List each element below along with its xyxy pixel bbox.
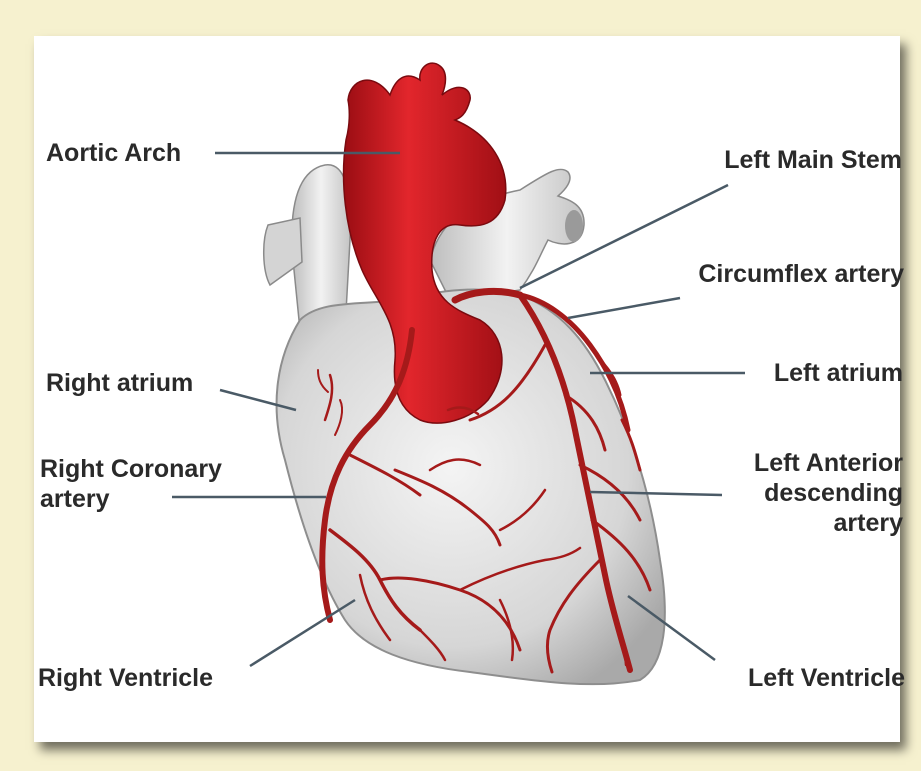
label-aortic-arch: Aortic Arch: [46, 138, 181, 168]
label-right-ventricle: Right Ventricle: [38, 663, 213, 693]
label-right-coronary-artery: Right Coronary artery: [40, 454, 222, 514]
label-left-anterior-descending-artery: Left Anterior descending artery: [754, 448, 903, 538]
label-lad-line1: Left Anterior: [754, 448, 903, 478]
label-left-atrium: Left atrium: [774, 358, 903, 388]
label-lad-line2: descending: [754, 478, 903, 508]
leader-circumflex: [568, 298, 680, 318]
label-left-main-stem: Left Main Stem: [724, 145, 902, 175]
leader-right-ventricle: [250, 600, 355, 666]
label-right-coronary-line2: artery: [40, 484, 222, 514]
label-right-atrium: Right atrium: [46, 368, 193, 398]
pulmonary-opening: [565, 210, 583, 242]
label-left-ventricle: Left Ventricle: [748, 663, 905, 693]
label-lad-line3: artery: [754, 508, 903, 538]
label-right-coronary-line1: Right Coronary: [40, 454, 222, 484]
label-circumflex-artery: Circumflex artery: [698, 259, 904, 289]
